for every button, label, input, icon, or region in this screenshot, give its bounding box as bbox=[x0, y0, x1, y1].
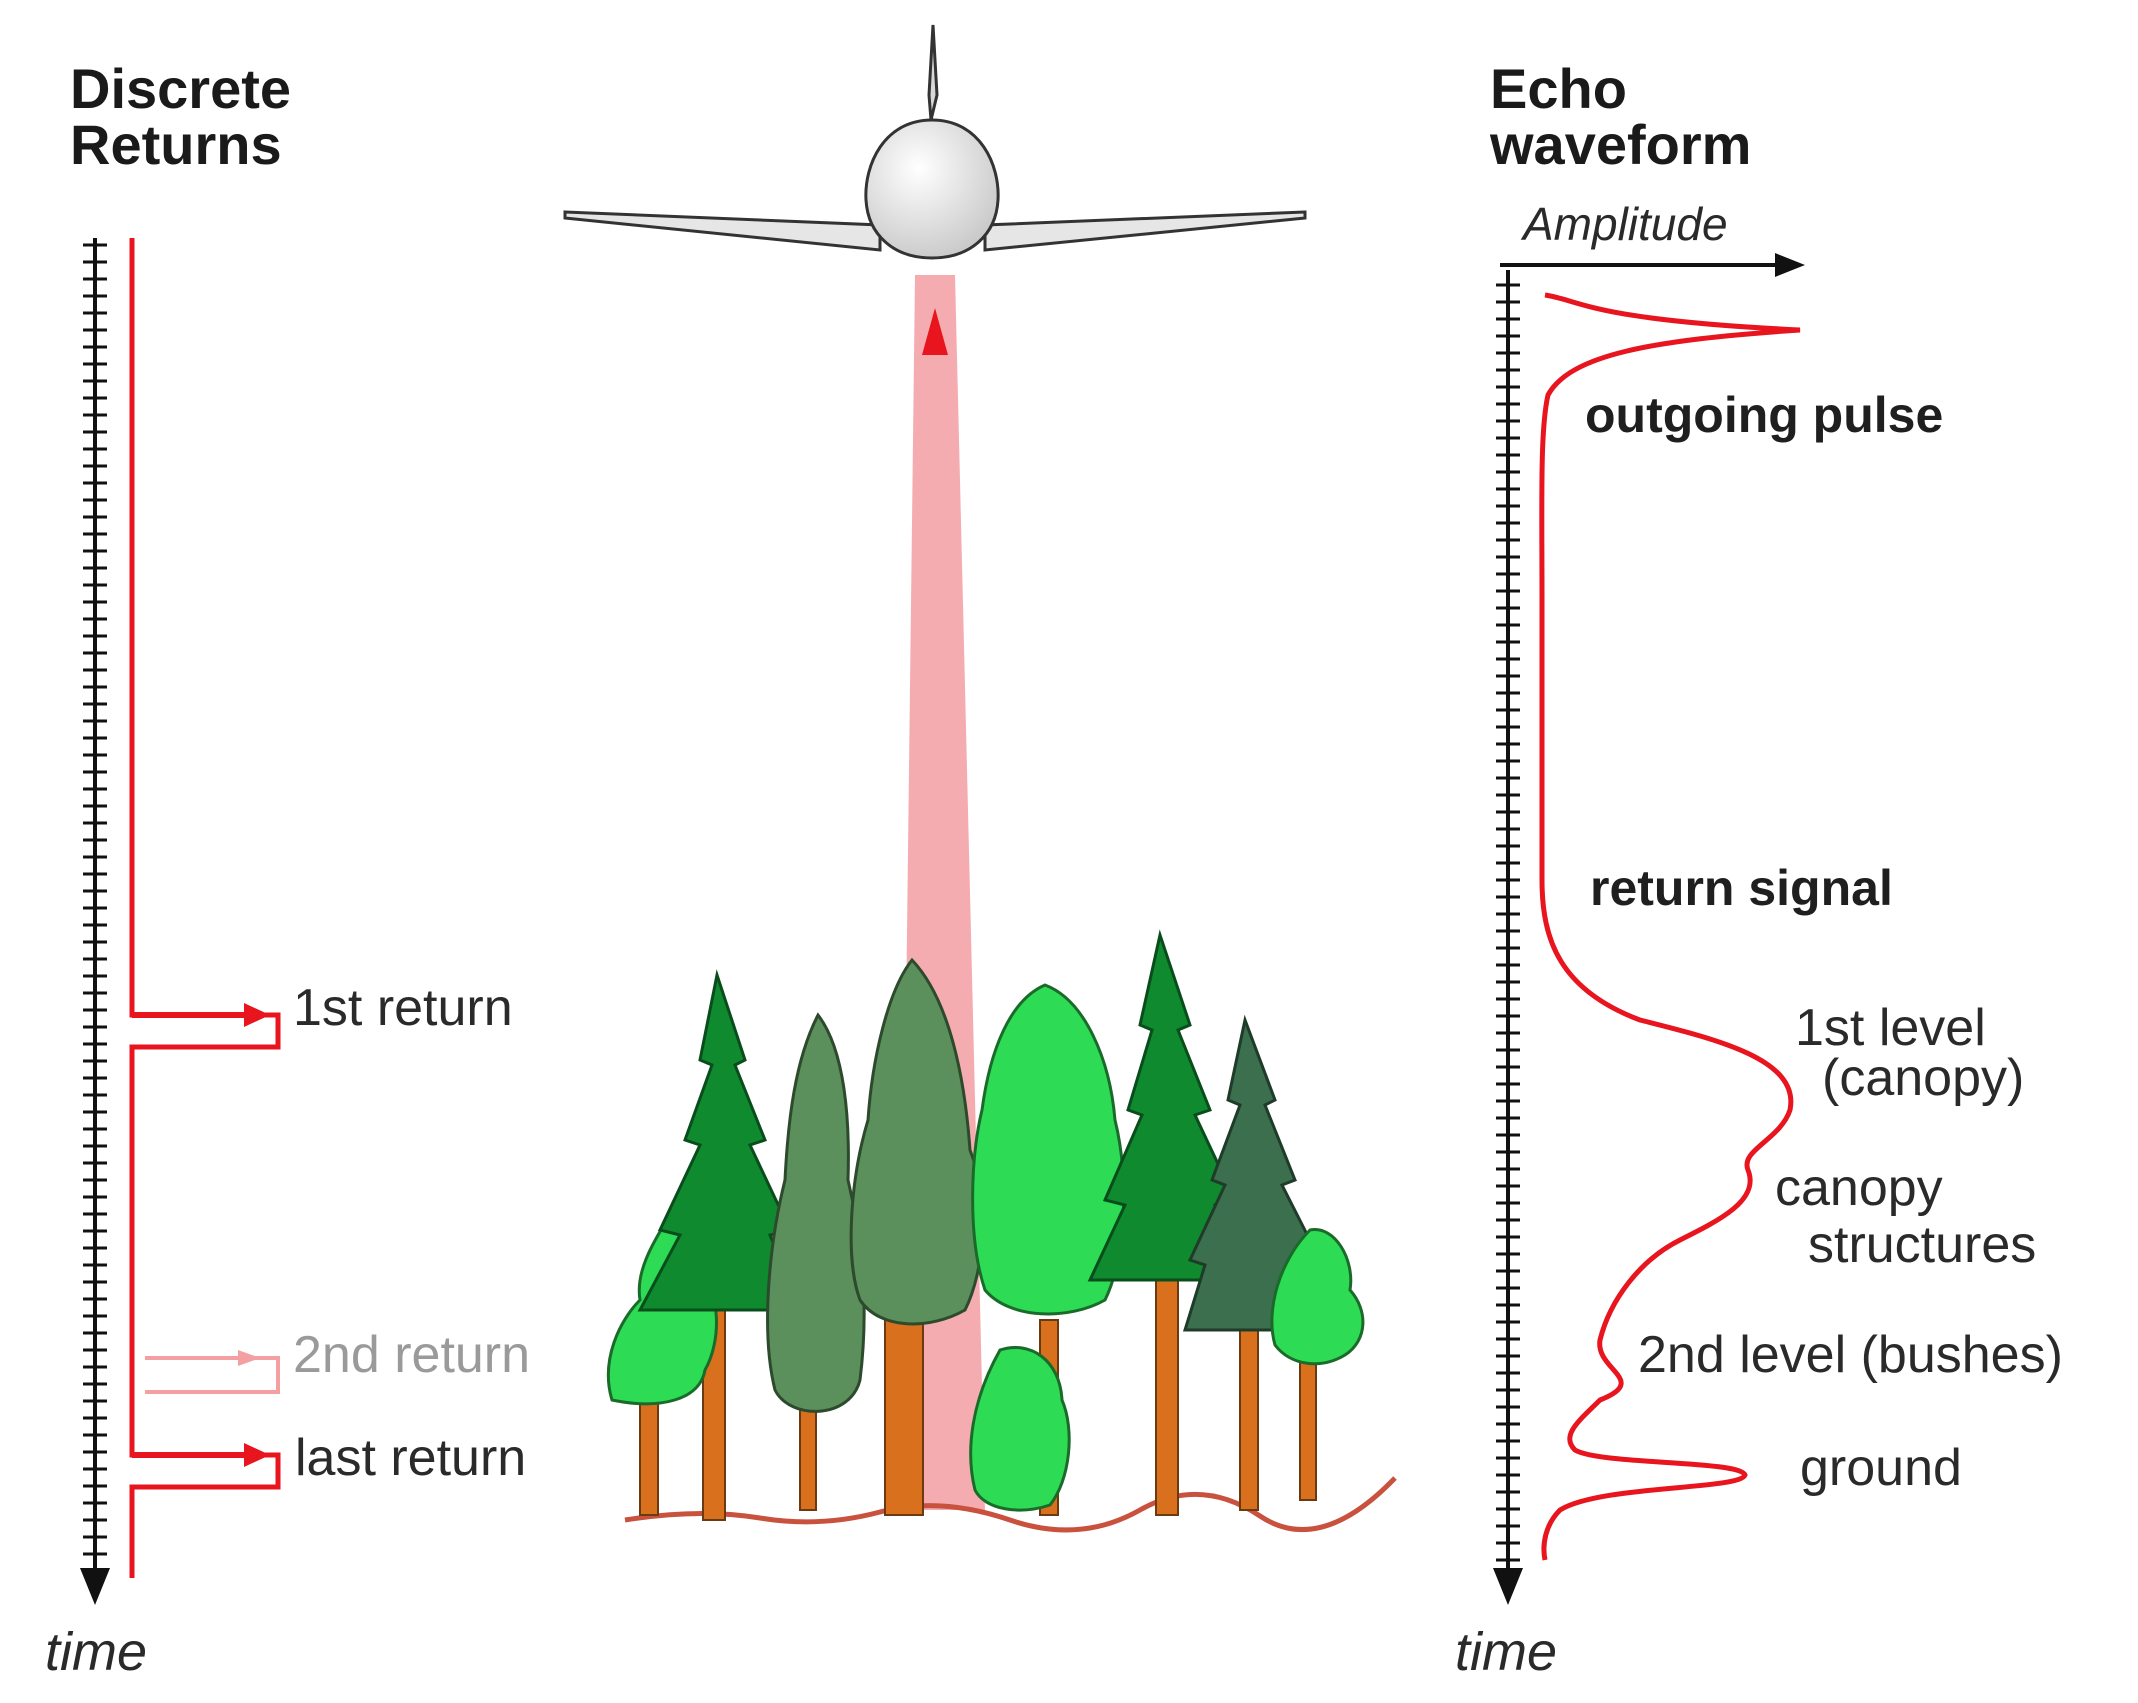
echo-time-arrow-icon bbox=[1493, 1568, 1523, 1605]
beam-arrow-icon bbox=[922, 308, 948, 355]
tree-dark-conifer-1 bbox=[637, 969, 803, 1312]
first-return-arrow-icon bbox=[244, 1003, 270, 1027]
tree-graygreen-2 bbox=[849, 957, 985, 1326]
echo-time-axis bbox=[1493, 270, 1523, 1605]
discrete-title-line2: Returns bbox=[70, 113, 282, 176]
discrete-time-label: time bbox=[45, 1622, 147, 1682]
tree-graygreen-1 bbox=[766, 1012, 866, 1413]
amplitude-arrow-icon bbox=[1775, 253, 1805, 277]
tree-light-right bbox=[1270, 1228, 1365, 1366]
echo-axis-ticks bbox=[1496, 283, 1520, 1562]
discrete-returns-panel: Discrete Returns time 1st return 2nd ret… bbox=[45, 57, 530, 1682]
canopy-structures-label-line2: structures bbox=[1808, 1216, 2036, 1274]
amplitude-axis bbox=[1500, 253, 1805, 277]
outgoing-pulse-label: outgoing pulse bbox=[1585, 387, 1943, 443]
second-return-arrow-icon bbox=[238, 1350, 260, 1366]
first-level-label-line1: 1st level bbox=[1795, 999, 1986, 1057]
time-arrow-icon bbox=[80, 1568, 110, 1605]
discrete-title-line1: Discrete bbox=[70, 57, 291, 120]
last-return-label: last return bbox=[295, 1429, 526, 1487]
amplitude-label: Amplitude bbox=[1520, 198, 1728, 250]
last-return-arrow-icon bbox=[244, 1443, 270, 1467]
echo-title-line2: waveform bbox=[1489, 113, 1751, 176]
first-level-label-line2: (canopy) bbox=[1822, 1049, 2024, 1107]
echo-waveform-panel: Echo waveform Amplitude time outgoing pu… bbox=[1455, 57, 2063, 1682]
tree-darkgray-conifer bbox=[1182, 1014, 1323, 1332]
canopy-structures-label-line1: canopy bbox=[1775, 1159, 1943, 1217]
forest-illustration bbox=[606, 929, 1397, 1533]
echo-waveform-curve bbox=[1539, 292, 1801, 1561]
second-return-label: 2nd return bbox=[293, 1326, 530, 1384]
airplane-icon bbox=[563, 24, 1307, 260]
ground-label: ground bbox=[1800, 1439, 1962, 1497]
echo-title-line1: Echo bbox=[1490, 57, 1627, 120]
discrete-signal-trace bbox=[129, 238, 281, 1578]
first-return-label: 1st return bbox=[293, 979, 513, 1037]
tree-bright-1 bbox=[971, 983, 1126, 1316]
second-level-label: 2nd level (bushes) bbox=[1638, 1326, 2063, 1384]
echo-time-label: time bbox=[1455, 1622, 1557, 1682]
discrete-axis-ticks bbox=[83, 243, 107, 1556]
bush-bright bbox=[969, 1345, 1071, 1512]
discrete-time-axis bbox=[80, 238, 110, 1605]
return-signal-label: return signal bbox=[1590, 860, 1893, 916]
airborne-scene bbox=[563, 24, 1397, 1533]
tree-dark-conifer-2 bbox=[1087, 929, 1248, 1282]
ground-line bbox=[624, 1476, 1397, 1533]
